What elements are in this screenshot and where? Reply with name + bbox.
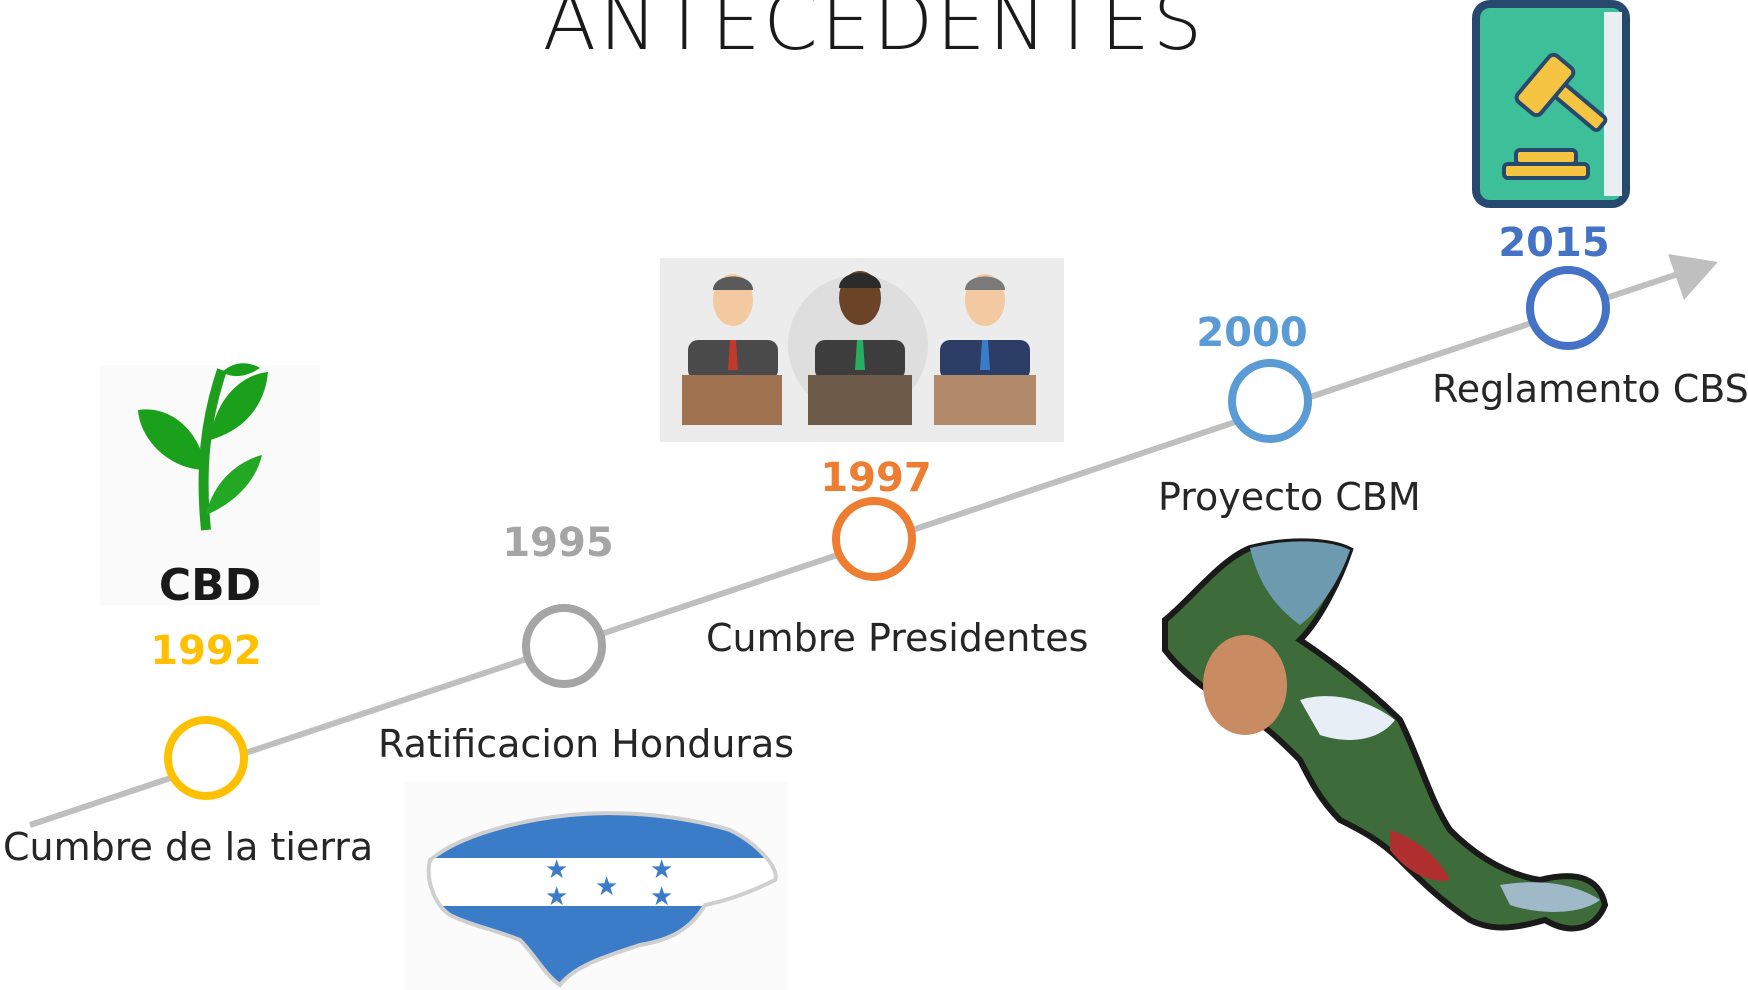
- svg-text:★: ★: [650, 855, 673, 885]
- label-reglamento-cbs: Reglamento CBS: [1432, 367, 1748, 411]
- milestone-1992-circle: [164, 716, 248, 800]
- year-2015: 2015: [1498, 220, 1610, 266]
- law-book-icon: [1472, 0, 1630, 208]
- timeline-arrow-icon: [1668, 254, 1718, 300]
- milestone-2000-circle: [1228, 359, 1312, 443]
- page-title: ANTECEDENTES: [542, 0, 1206, 68]
- year-1995: 1995: [502, 520, 614, 566]
- svg-text:★: ★: [545, 855, 568, 885]
- year-2000: 2000: [1196, 310, 1308, 356]
- label-ratificacion-honduras: Ratificacion Honduras: [378, 722, 795, 766]
- label-cumbre-presidentes: Cumbre Presidentes: [706, 616, 1089, 660]
- svg-text:★: ★: [545, 882, 568, 912]
- milestone-1995-circle: [522, 604, 606, 688]
- milestone-2015-circle: [1526, 266, 1610, 350]
- year-1992: 1992: [150, 628, 262, 674]
- milestone-1997-circle: [832, 497, 916, 581]
- svg-text:★: ★: [595, 872, 618, 902]
- honduras-flag-map: ★ ★ ★ ★ ★: [404, 782, 788, 990]
- cbd-logo: [100, 363, 320, 605]
- label-proyecto-cbm: Proyecto CBM: [1158, 475, 1421, 519]
- svg-text:★: ★: [650, 882, 673, 912]
- presidents-illustration: [660, 258, 1064, 442]
- year-1997: 1997: [820, 455, 932, 501]
- central-america-map: [1162, 538, 1609, 932]
- label-cumbre-de-la-tierra: Cumbre de la tierra: [3, 825, 374, 869]
- cbd-logo-text: CBD: [158, 560, 262, 611]
